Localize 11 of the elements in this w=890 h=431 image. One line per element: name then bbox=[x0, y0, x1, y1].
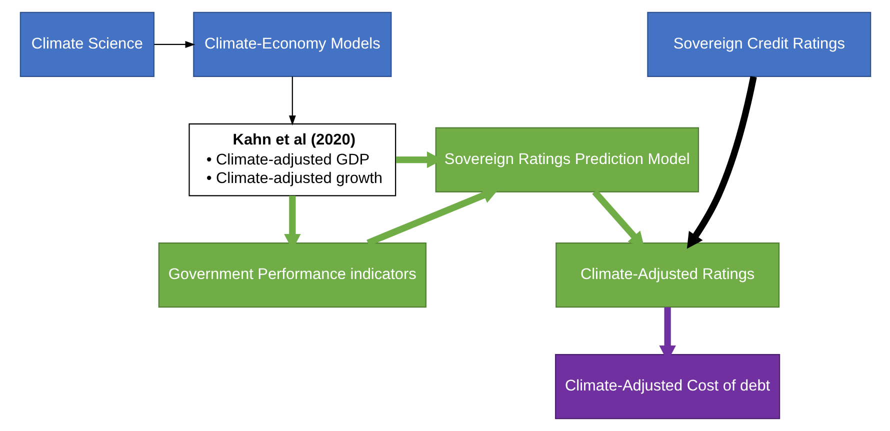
node-box: Climate-Economy Models bbox=[192, 12, 392, 78]
arrow bbox=[686, 76, 756, 249]
arrow bbox=[288, 76, 296, 126]
node-box: Government Performance indicators bbox=[158, 242, 426, 308]
node-box: Climate Science bbox=[19, 12, 154, 78]
arrow bbox=[154, 41, 195, 48]
node-box: Climate-Adjusted Cost of debt bbox=[554, 354, 780, 420]
node-box: Kahn et al (2020) • Climate-adjusted GDP • Climate-adjusted growth bbox=[188, 123, 396, 196]
node-box: Sovereign Ratings Prediction Model bbox=[434, 127, 698, 192]
node-box: Climate-Adjusted Ratings bbox=[555, 242, 780, 308]
node-box: Sovereign Credit Ratings bbox=[646, 12, 871, 78]
